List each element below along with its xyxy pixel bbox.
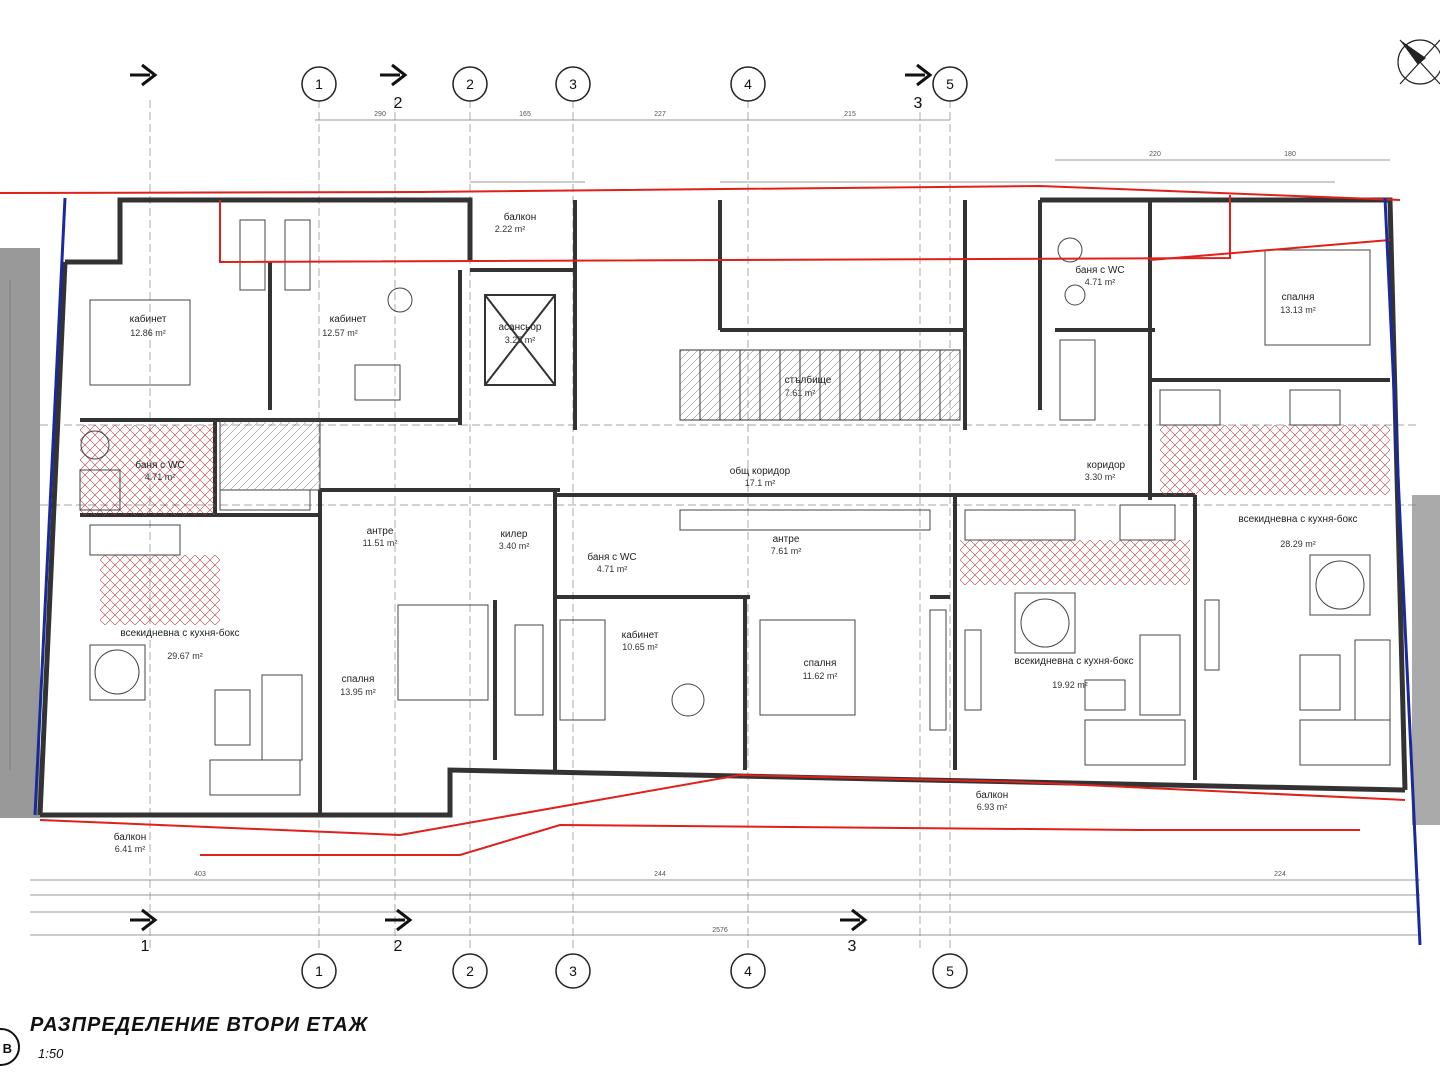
axis-3-top: 3 (569, 76, 577, 92)
room-label-living-2: всекидневна с кухня-бокс (1014, 655, 1133, 667)
room-area-bedroom-2: 11.62 m² (803, 671, 838, 681)
svg-text:227: 227 (654, 111, 666, 118)
svg-text:403: 403 (194, 871, 206, 878)
room-label-balcony-1: балкон (114, 831, 146, 843)
hatch-zone-3 (960, 540, 1190, 585)
svg-text:244: 244 (654, 871, 666, 878)
room-area-stair: 7.61 m² (785, 388, 816, 398)
room-label-bath-1: баня с WC (135, 459, 184, 471)
axis-3-bottom: 3 (569, 963, 577, 979)
axis-5-top: 5 (946, 76, 954, 92)
room-label-stair: стълбище (785, 374, 832, 386)
section-label-2-bottom: 2 (394, 938, 403, 955)
plot-boundary (33, 197, 1422, 946)
room-area-bedroom-3: 13.13 m² (1280, 305, 1316, 315)
room-area-corridor-2: 3.30 m² (1085, 472, 1116, 482)
room-label-hall-1: антре (367, 526, 394, 537)
axis-1-bottom: 1 (315, 963, 323, 979)
section-label-1-bottom: 1 (141, 938, 150, 955)
svg-text:2576: 2576 (712, 927, 728, 934)
room-label-corridor-2: коридор (1087, 460, 1126, 471)
room-label-study-2: кабинет (330, 313, 367, 325)
section-label-3-bottom: 3 (848, 938, 857, 955)
room-label-bedroom-3: спалня (1282, 292, 1315, 303)
axis-2-top: 2 (466, 76, 474, 92)
room-area-study-2: 12.57 m² (322, 328, 358, 338)
plan-scale: 1:50 (38, 1046, 64, 1061)
svg-text:290: 290 (374, 111, 386, 118)
section-label-2-top: 2 (394, 95, 403, 112)
room-area-bath-2: 4.71 m² (597, 564, 628, 574)
room-area-balcony-top: 2.22 m² (495, 224, 526, 234)
room-label-storage: килер (501, 529, 528, 540)
room-label-living-1: всекидневна с кухня-бокс (120, 627, 239, 639)
room-area-elevator: 3.25 m² (505, 335, 536, 345)
axis-1-top: 1 (315, 76, 323, 92)
room-area-bath-1: 4.71 m² (145, 472, 176, 482)
room-label-bedroom-1: спалня (342, 674, 375, 685)
room-area-bedroom-1: 13.95 m² (340, 687, 376, 697)
stair-treads (679, 349, 961, 421)
exterior-walls (37, 197, 1408, 818)
room-area-storage: 3.40 m² (499, 541, 530, 551)
room-label-bath-2: баня с WC (587, 551, 636, 563)
room-area-study-1: 12.86 m² (130, 328, 166, 338)
axis-2-bottom: 2 (466, 963, 474, 979)
property-line (0, 184, 1406, 856)
axis-5-bottom: 5 (946, 963, 954, 979)
room-area-balcony-2: 6.93 m² (977, 802, 1008, 812)
axis-4-top: 4 (744, 76, 752, 92)
room-label-corridor: общ коридор (730, 465, 791, 477)
room-area-study-3: 10.65 m² (622, 642, 658, 652)
room-label-study-1: кабинет (130, 313, 167, 325)
svg-text:215: 215 (844, 111, 856, 118)
plan-title: РАЗПРЕДЕЛЕНИЕ ВТОРИ ЕТАЖ (30, 1014, 369, 1036)
room-area-balcony-1: 6.41 m² (115, 844, 146, 854)
room-label-study-3: кабинет (622, 629, 659, 641)
axis-bubbles-bottom (301, 953, 968, 989)
room-label-bedroom-2: спалня (804, 658, 837, 669)
hatch-zone-2 (100, 555, 220, 625)
room-area-corridor: 17.1 m² (745, 478, 776, 488)
axis-bubbles-top (301, 66, 968, 102)
svg-text:224: 224 (1274, 871, 1286, 878)
room-label-living-3: всекидневна с кухня-бокс (1238, 513, 1357, 525)
elevator-shaft (484, 294, 556, 386)
section-markers (130, 63, 933, 932)
room-area-living-3: 28.29 m² (1280, 539, 1316, 549)
room-label-hall-2: антре (773, 534, 800, 545)
hatch-zone-4 (1160, 425, 1390, 495)
furniture (79, 219, 1391, 796)
room-area-living-1: 29.67 m² (167, 651, 203, 661)
north-arrow-icon (1397, 39, 1440, 85)
interior-walls (80, 200, 1390, 815)
room-area-hall-1: 11.51 m² (363, 538, 398, 548)
room-label-bath-3: баня с WC (1075, 264, 1124, 276)
room-area-hall-2: 7.61 m² (771, 546, 802, 556)
svg-text:220: 220 (1149, 151, 1161, 158)
room-area-living-2: 19.92 m² (1052, 680, 1088, 690)
room-area-bath-3: 4.71 m² (1085, 277, 1116, 287)
axis-grid (40, 100, 1420, 950)
room-label-balcony-top: балкон (504, 211, 536, 223)
axis-4-bottom: 4 (744, 963, 752, 979)
svg-text:165: 165 (519, 111, 531, 118)
neighbour-building-right (1412, 495, 1440, 825)
svg-text:180: 180 (1284, 151, 1296, 158)
room-label-elevator: асансьор (499, 322, 542, 333)
room-label-balcony-2: балкон (976, 789, 1008, 801)
neighbour-building-left (0, 248, 40, 818)
dimension-lines-top (9, 119, 1420, 936)
section-label-3-top: 3 (914, 95, 923, 112)
